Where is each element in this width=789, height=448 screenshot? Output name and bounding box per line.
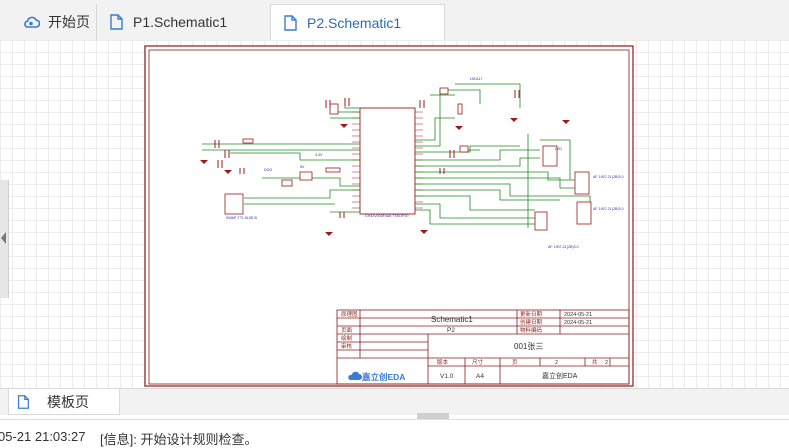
version-value: V1.0: [440, 373, 454, 380]
tab-start-page[interactable]: 开始页: [12, 4, 94, 40]
schematic-canvas[interactable]: 原理图 Schematic1 更新日期 2024-05-21 创建日期 2024…: [0, 40, 789, 388]
title-block-labels: 原理图 Schematic1 更新日期 2024-05-21 创建日期 2024…: [341, 310, 608, 380]
svg-text:AF 1907-2L(2B)3.0: AF 1907-2L(2B)3.0: [593, 207, 624, 211]
logo-text: 嘉立创EDA: [361, 372, 405, 382]
cloud-icon: [24, 16, 40, 28]
capacitors: [214, 90, 520, 218]
ground-symbols: [200, 118, 570, 236]
schematic-drawing: 原理图 Schematic1 更新日期 2024-05-21 创建日期 2024…: [144, 45, 634, 387]
components: [224, 87, 592, 231]
log-panel: 05-21 21:03:27 [信息]: 开始设计规则检查。: [0, 419, 789, 447]
svg-text:AF 1907-2L(2B)3.0: AF 1907-2L(2B)3.0: [593, 175, 624, 179]
document-icon: [110, 14, 123, 30]
total-label: 共: [592, 358, 598, 366]
tab-bar-empty: [446, 4, 789, 40]
create-date-label: 创建日期: [520, 318, 543, 326]
page-count-label: 页: [512, 359, 518, 366]
total-value: 2: [605, 360, 608, 366]
svg-text:LED: LED: [555, 147, 562, 151]
easyeda-logo: 嘉立创EDA: [348, 371, 405, 382]
net-labels: CH32V003F4U6 TSSOP20 SWAP-TTL 5L0E-B DOG…: [226, 77, 624, 249]
create-date-value: 2024-05-21: [564, 320, 592, 326]
svg-text:AF 1907-2L(2B)3.0: AF 1907-2L(2B)3.0: [548, 245, 579, 249]
svg-text:3.3V: 3.3V: [315, 153, 323, 157]
sheet-frame: [144, 45, 634, 387]
update-date-value: 2024-05-21: [564, 312, 592, 318]
svg-text:CH32V003F4U6 TSSOP20: CH32V003F4U6 TSSOP20: [365, 214, 408, 218]
svg-text:5V: 5V: [300, 165, 305, 169]
log-timestamp: 05-21 21:03:27: [0, 429, 86, 444]
company-value: 001张三: [514, 342, 543, 351]
title-block: [336, 309, 630, 385]
material-label: 物料编码: [520, 326, 543, 334]
design-title-value: Schematic1: [431, 315, 473, 324]
document-tab-bar: 开始页 P1.Schematic1 P2.Schematic1: [0, 0, 789, 41]
tab-p2-schematic[interactable]: P2.Schematic1: [270, 4, 445, 40]
svg-text:LM1117: LM1117: [470, 77, 482, 81]
svg-text:DOG: DOG: [264, 168, 272, 172]
review-label: 审核: [341, 342, 353, 350]
page-num: 2: [555, 360, 558, 366]
design-title-label: 原理图: [341, 310, 358, 318]
tab-label: 开始页: [48, 14, 90, 30]
document-icon: [284, 14, 297, 31]
log-message: [信息]: 开始设计规则检查。: [100, 432, 258, 447]
bottom-tab-bar: 模板页: [0, 388, 789, 415]
size-label: 尺寸: [472, 358, 484, 366]
page-value: P2: [447, 327, 455, 334]
chevron-left-icon: [1, 232, 6, 244]
tab-label: P2.Schematic1: [307, 14, 402, 31]
size-value: A4: [476, 373, 484, 380]
tab-label: P1.Schematic1: [133, 14, 228, 30]
log-panel-splitter[interactable]: [417, 413, 449, 419]
svg-text:SWAP-TTL 5L0E-B: SWAP-TTL 5L0E-B: [226, 216, 257, 220]
tab-template-page[interactable]: 模板页: [8, 389, 120, 415]
page-label: 页面: [341, 327, 353, 334]
version-label: 版本: [437, 358, 449, 366]
main-ic: [352, 107, 423, 215]
document-icon: [17, 394, 29, 409]
software-value: 嘉立创EDA: [542, 371, 578, 380]
update-date-label: 更新日期: [520, 310, 543, 318]
tab-label: 模板页: [47, 393, 89, 410]
tab-p1-schematic[interactable]: P1.Schematic1: [96, 4, 268, 40]
panel-collapse-handle[interactable]: [0, 180, 9, 298]
draw-label: 绘制: [341, 334, 353, 342]
